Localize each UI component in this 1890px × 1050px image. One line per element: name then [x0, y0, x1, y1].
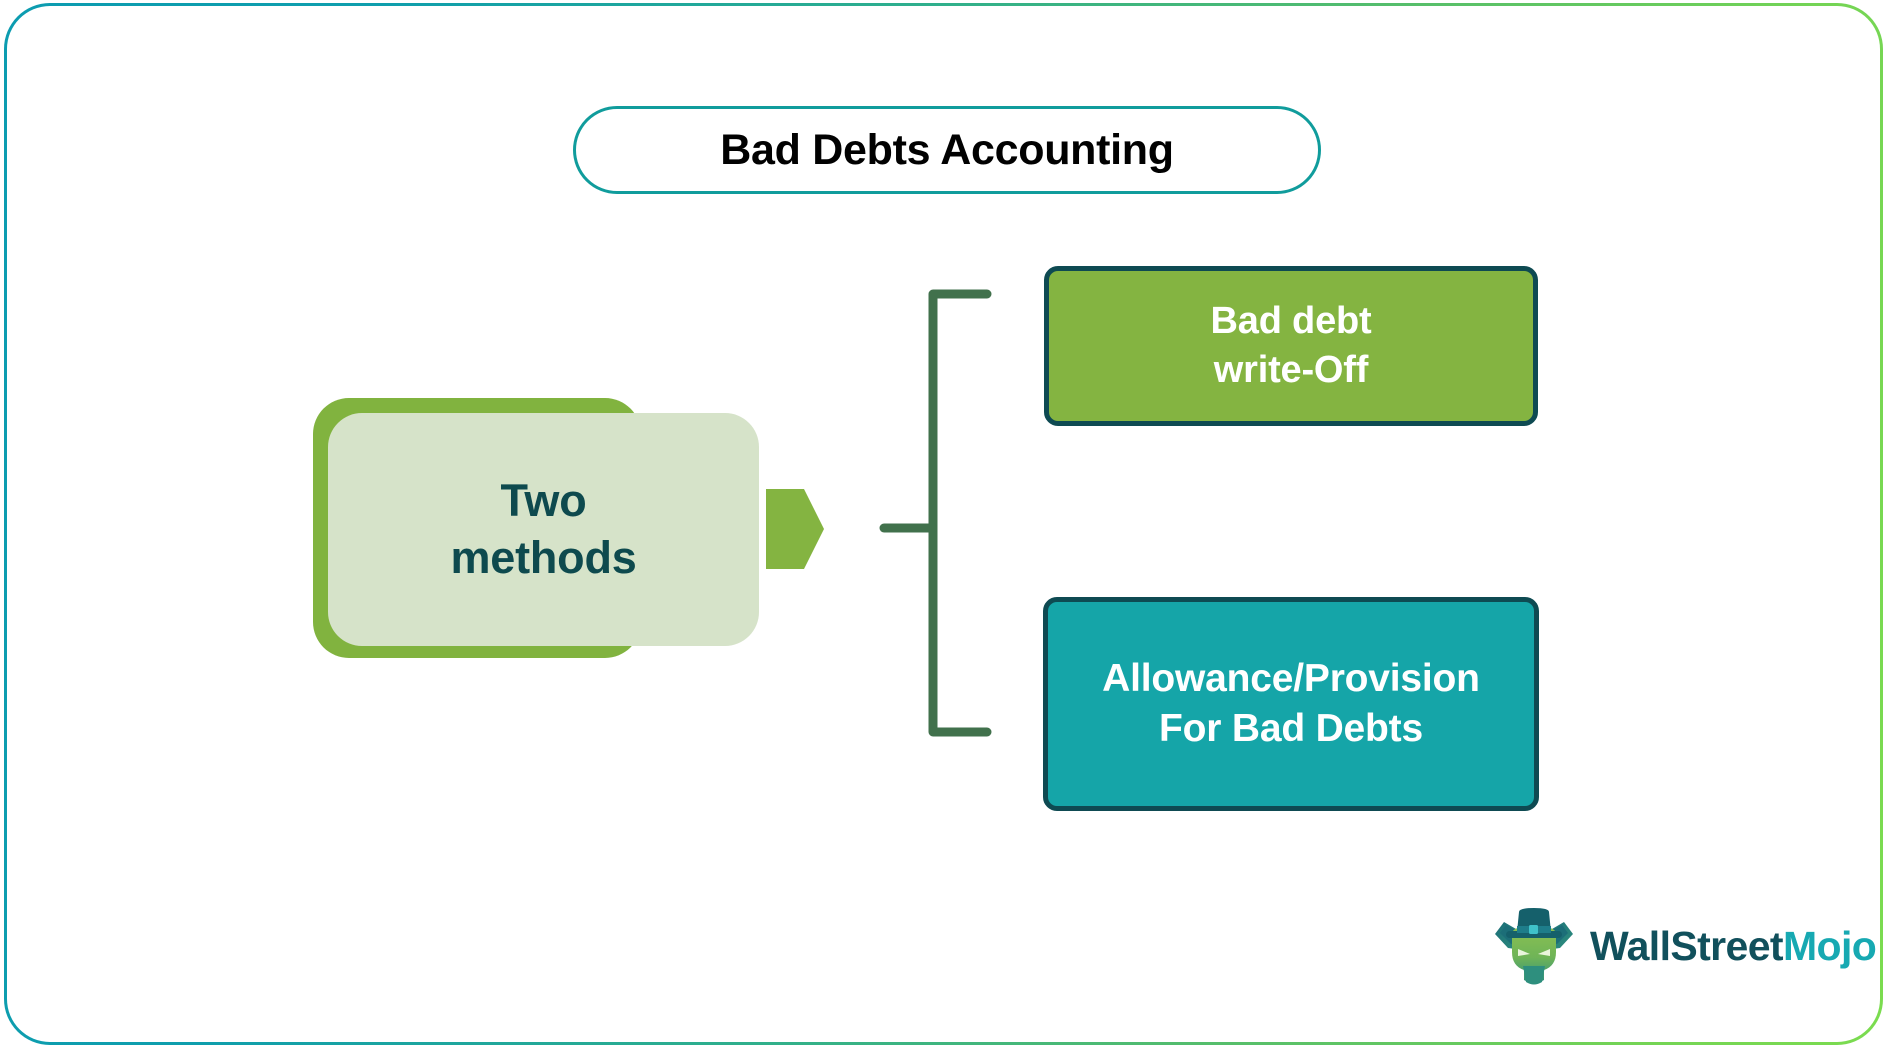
root-card-label: Two methods: [450, 475, 637, 583]
brand-wordmark: WallStreetMojo: [1590, 922, 1877, 969]
branch-node-allowance-provision: Allowance/Provision For Bad Debts: [1043, 597, 1539, 811]
brand-wordmark-accent: Mojo: [1782, 922, 1877, 969]
branch-node-label: Bad debt write-Off: [1210, 300, 1372, 391]
arrow-right-icon: [766, 489, 824, 569]
brand-logo: WallStreetMojo: [1492, 903, 1877, 989]
branch-node-bad-debt-write-off: Bad debt write-Off: [1044, 266, 1538, 426]
page-title: Bad Debts Accounting: [720, 125, 1174, 174]
bracket-connector: [879, 289, 992, 737]
root-card: Two methods: [328, 413, 759, 646]
bracket-spine: [928, 289, 992, 737]
brand-wordmark-primary: WallStreet: [1590, 922, 1784, 969]
bull-mascot-icon: [1495, 908, 1573, 985]
branch-node-label: Allowance/Provision For Bad Debts: [1102, 657, 1480, 750]
page-title-pill: Bad Debts Accounting: [573, 106, 1321, 194]
